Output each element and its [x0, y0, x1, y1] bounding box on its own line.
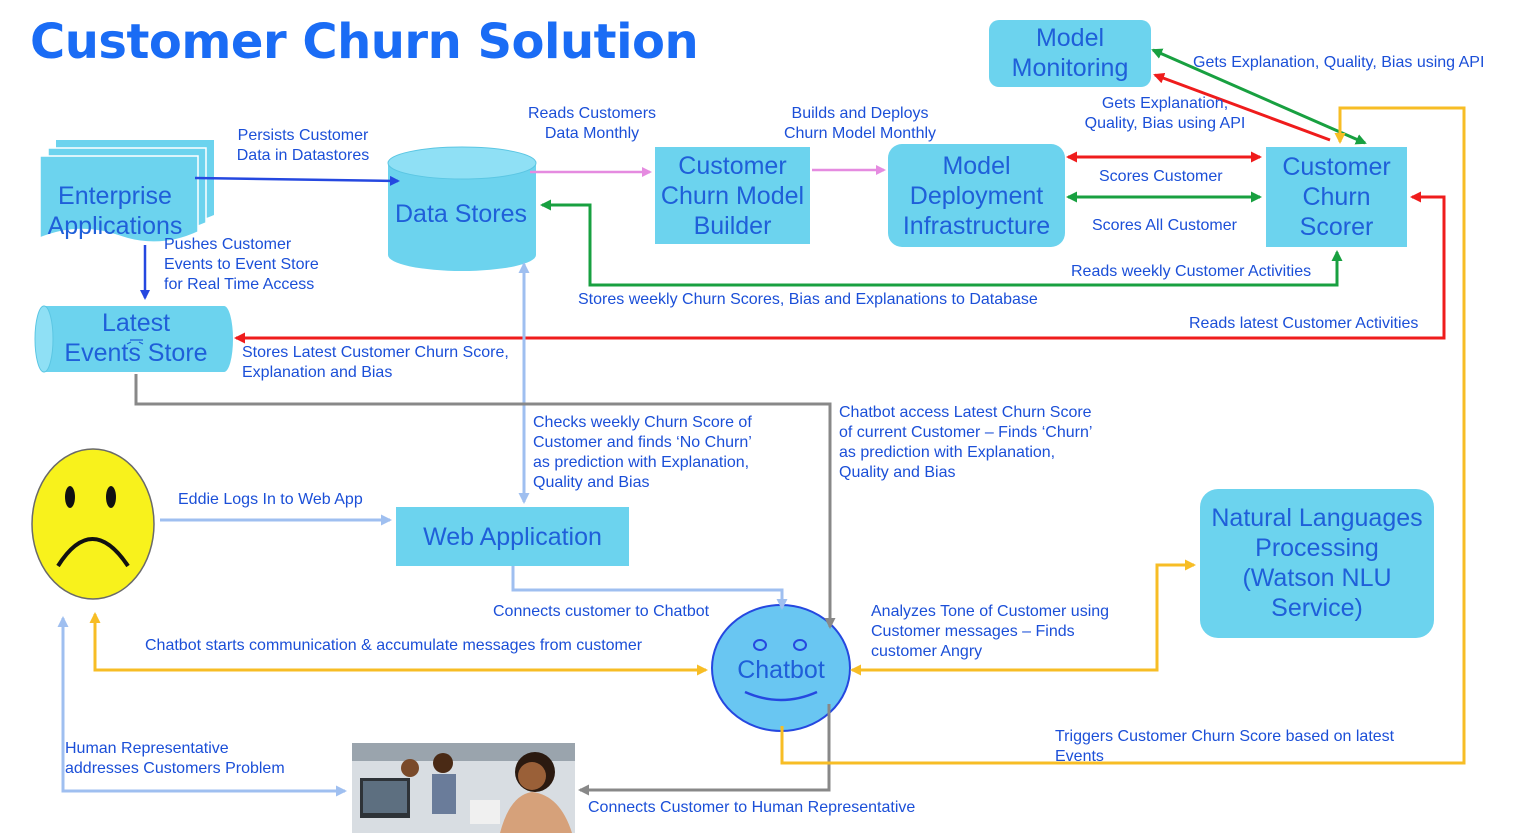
label-gets-explanation-mid: Gets Explanation, Quality, Bias using AP… — [1084, 95, 1246, 132]
arrow-gets-explanation-top — [1151, 48, 1367, 145]
sad-customer-face — [31, 448, 155, 600]
arrow-chatbot-starts — [89, 612, 708, 676]
label-connects-human: Connects Customer to Human Representativ… — [588, 799, 916, 816]
label-chatbot-access: Chatbot access Latest Churn Score of cur… — [839, 404, 1093, 481]
label-triggers: Triggers Customer Churn Score based on l… — [1055, 728, 1395, 765]
label-reads-monthly: Reads Customers Data Monthly — [527, 105, 657, 142]
label-stores-weekly: Stores weekly Churn Scores, Bias and Exp… — [578, 291, 1038, 308]
label-reads-weekly: Reads weekly Customer Activities — [1071, 263, 1312, 280]
arrow-weekly-scores — [540, 199, 1343, 287]
label-reads-latest: Reads latest Customer Activities — [1189, 315, 1419, 332]
churn-scorer-label: Customer Churn Scorer — [1282, 153, 1391, 241]
label-analyzes-tone: Analyzes Tone of Customer using Customer… — [871, 603, 1110, 660]
label-human-rep: Human Representative addresses Customers… — [65, 740, 285, 777]
web-app-label: Web Application — [423, 523, 602, 551]
arrow-persists-datastores — [194, 175, 400, 186]
model-monitoring-box — [989, 20, 1151, 87]
label-chatbot-starts: Chatbot starts communication & accumulat… — [145, 637, 643, 654]
label-gets-explanation-top: Gets Explanation, Quality, Bias using AP… — [1193, 54, 1485, 71]
arrow-triggers-score — [780, 106, 1466, 765]
enterprise-apps-shape — [39, 140, 214, 243]
arrow-chatbot-access — [134, 374, 836, 629]
human-representatives-photo — [352, 743, 575, 833]
label-scores-customer: Scores Customer — [1099, 168, 1223, 185]
nlp-label: Natural Languages Processing (Watson NLU… — [1211, 504, 1423, 622]
model-deployment-label: Model Deployment Infrastructure — [902, 152, 1051, 240]
arrow-reads-latest-activities — [234, 191, 1446, 344]
events-store-cylinder — [34, 305, 233, 373]
label-checks-weekly: Checks weekly Churn Score of Customer an… — [533, 414, 752, 491]
nlp-box — [1200, 489, 1434, 638]
label-scores-all: Scores All Customer — [1092, 217, 1237, 234]
label-connects-chatbot: Connects customer to Chatbot — [493, 603, 710, 620]
arrow-analyzes-tone — [850, 559, 1196, 676]
events-store-label: Latest Events Store — [64, 309, 208, 367]
arrow-human-rep — [57, 616, 347, 797]
model-builder-label: Customer Churn Model Builder — [660, 152, 805, 240]
web-app-box — [396, 507, 629, 566]
label-builds-deploys: Builds and Deploys Churn Model Monthly — [783, 105, 937, 142]
chatbot-label: Chatbot — [737, 656, 825, 684]
arrow-connects-chatbot — [511, 566, 788, 610]
label-pushes: Pushes Customer Events to Event Store fo… — [164, 236, 319, 293]
enterprise-apps-label: Enterprise Applications — [47, 182, 183, 240]
model-monitoring-label: Model Monitoring — [1011, 24, 1129, 82]
label-persists: Persists Customer Data in Datastores — [236, 127, 370, 164]
page-title: Customer Churn Solution — [30, 14, 699, 70]
label-stores-latest: Stores Latest Customer Churn Score, Expl… — [242, 344, 509, 381]
data-stores-label: Data Stores — [394, 200, 527, 228]
arrow-connects-human — [578, 704, 831, 796]
label-eddie-logs: Eddie Logs In to Web App — [178, 491, 363, 508]
